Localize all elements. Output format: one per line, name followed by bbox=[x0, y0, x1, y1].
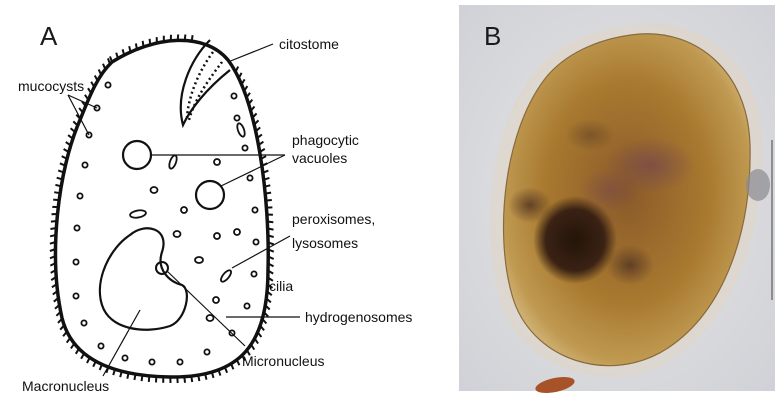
cilium-tick bbox=[251, 345, 254, 350]
label-peroxisomes-line2: lysosomes bbox=[292, 235, 358, 251]
panel-b-letter: B bbox=[484, 21, 501, 51]
cilium-tick bbox=[50, 228, 56, 229]
cilium-tick bbox=[267, 222, 273, 223]
phagocytic-vacuole-2 bbox=[196, 181, 224, 209]
cilium-tick bbox=[55, 185, 61, 186]
cilium-tick bbox=[236, 67, 239, 72]
leader-citostome bbox=[228, 44, 273, 62]
leader-peroxisomes bbox=[232, 236, 290, 268]
cell-outline bbox=[56, 40, 269, 377]
cilium-tick bbox=[76, 349, 79, 354]
cilium-tick bbox=[95, 76, 98, 81]
cilium-tick bbox=[91, 82, 94, 87]
leader-phagocytic-2 bbox=[221, 155, 285, 186]
cilium-tick bbox=[50, 235, 56, 236]
cilium-tick bbox=[191, 376, 192, 382]
label-macronucleus: Macronucleus bbox=[22, 378, 109, 394]
cilium-tick bbox=[143, 41, 144, 47]
cilium-tick bbox=[142, 375, 143, 381]
label-hydrogenosomes: hydrogenosomes bbox=[305, 309, 412, 325]
cilium-tick bbox=[81, 354, 84, 359]
cilium-tick bbox=[265, 193, 271, 194]
label-cilia: cilia bbox=[269, 278, 293, 294]
cilium-tick bbox=[110, 56, 112, 62]
cilium-tick bbox=[178, 34, 179, 40]
label-phagocytic-line2: vacuoles bbox=[292, 150, 347, 166]
cilium-tick bbox=[53, 200, 59, 201]
panel-b: B bbox=[459, 5, 775, 396]
cilium-tick bbox=[85, 95, 88, 100]
cilium-tick bbox=[239, 73, 242, 78]
cilium-tick bbox=[149, 376, 150, 382]
micrograph-debris-2 bbox=[746, 169, 770, 201]
cilium-tick bbox=[205, 374, 206, 380]
leader-macronucleus bbox=[103, 310, 140, 376]
label-micronucleus: Micronucleus bbox=[242, 353, 324, 369]
label-citostome: citostome bbox=[279, 36, 339, 52]
cilium-tick bbox=[266, 200, 272, 201]
cilium-tick bbox=[192, 35, 193, 41]
cilium-tick bbox=[71, 344, 74, 349]
cilium-tick bbox=[198, 375, 199, 381]
cilium-tick bbox=[184, 377, 185, 383]
cilium-tick bbox=[150, 39, 151, 45]
cilium-tick bbox=[127, 373, 128, 379]
cytostome-inner bbox=[187, 52, 213, 118]
leader-mucocysts-1 bbox=[68, 95, 97, 108]
cilium-tick bbox=[231, 364, 233, 370]
cilium-tick bbox=[51, 221, 57, 222]
label-phagocytic-line1: phagocytic bbox=[292, 132, 359, 148]
micrograph-inclusion-2 bbox=[606, 245, 654, 285]
cilium-tick bbox=[93, 361, 96, 366]
label-peroxisomes-line1: peroxisomes, bbox=[292, 211, 375, 227]
panel-a: A bbox=[18, 21, 412, 394]
cilium-tick bbox=[268, 229, 274, 230]
cilium-tick bbox=[103, 64, 105, 69]
micrograph-inclusion-5 bbox=[565, 119, 615, 151]
macronucleus-shape bbox=[100, 228, 187, 329]
cilium-tick bbox=[136, 43, 137, 49]
micrograph-inclusion-4 bbox=[580, 168, 640, 212]
mucocysts bbox=[73, 82, 258, 364]
cilium-tick bbox=[99, 70, 102, 75]
leader-micronucleus bbox=[167, 271, 245, 346]
cilium-tick bbox=[255, 339, 258, 344]
cilium-tick bbox=[134, 374, 135, 380]
cilium-tick bbox=[242, 79, 245, 84]
cilium-tick bbox=[129, 46, 130, 52]
cilium-tick bbox=[108, 58, 110, 64]
cilium-tick bbox=[87, 358, 90, 363]
phagocytic-vacuole-1 bbox=[123, 141, 151, 169]
panel-a-letter: A bbox=[40, 21, 58, 51]
cilium-tick bbox=[237, 360, 240, 365]
cilium-tick bbox=[185, 35, 186, 41]
label-mucocysts: mucocysts bbox=[18, 78, 84, 94]
cilium-tick bbox=[88, 88, 91, 93]
micrograph-inclusion-1 bbox=[508, 187, 552, 223]
cilium-tick bbox=[265, 185, 271, 186]
cilium-tick bbox=[54, 192, 60, 193]
cilium-tick bbox=[244, 86, 247, 91]
